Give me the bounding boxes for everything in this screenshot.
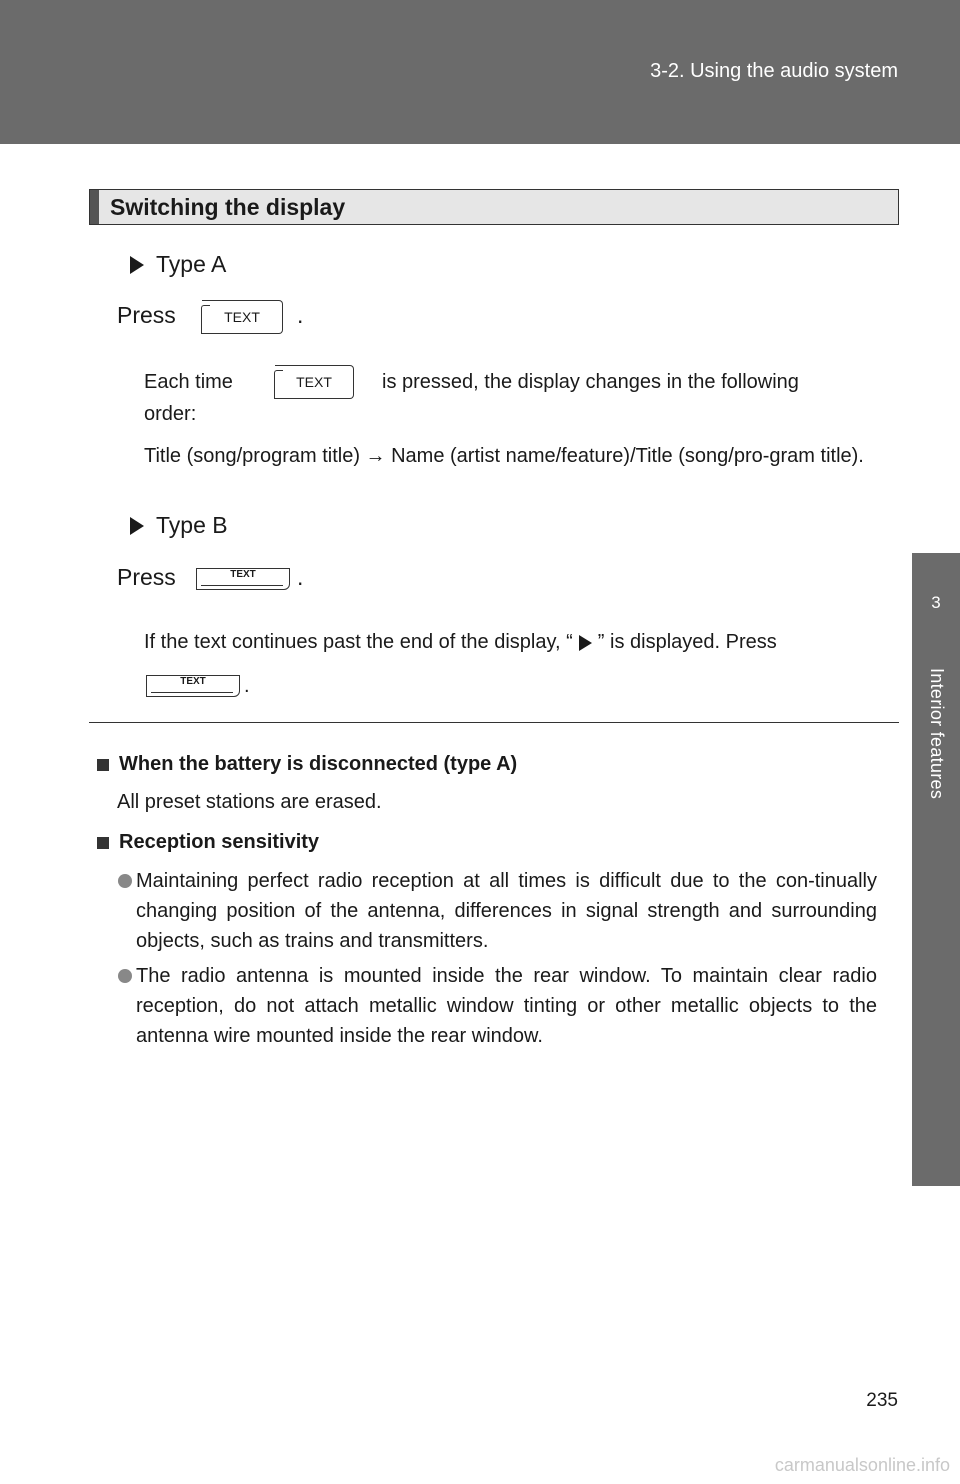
continues-period: . xyxy=(244,675,250,697)
page-number: 235 xyxy=(866,1390,898,1411)
section-heading-accent xyxy=(90,190,99,224)
each-time-text-cont: is pressed, the display changes in the f… xyxy=(382,371,799,393)
side-tab-label: Interior features xyxy=(927,668,947,800)
text-button-type-b-inline: TEXT xyxy=(146,675,240,697)
text-button-type-a-inline: TEXT xyxy=(274,365,354,399)
type-b-press-text: Press xyxy=(117,564,176,590)
round-bullet-icon xyxy=(118,874,132,888)
text-button-type-a: TEXT xyxy=(201,300,283,334)
continues-text-end: ” is displayed. Press xyxy=(597,631,777,653)
arrow-right-icon xyxy=(130,516,144,535)
text-button-type-b: TEXT xyxy=(196,568,290,590)
each-time-text: Each time xyxy=(144,371,233,393)
square-bullet-icon xyxy=(97,758,109,771)
order-label: order: xyxy=(144,403,197,425)
order-text: Title (song/program title) → Name (artis… xyxy=(144,445,864,467)
type-b-period: . xyxy=(297,564,304,590)
type-a-heading: Type A xyxy=(130,251,226,278)
type-b-label: Type B xyxy=(156,512,228,538)
type-a-press-text: Press xyxy=(117,302,176,328)
reception-note-title: Reception sensitivity xyxy=(119,831,320,853)
type-a-period: . xyxy=(297,302,304,328)
battery-note-text: All preset stations are erased. xyxy=(117,791,382,813)
side-tab: Interior features xyxy=(912,656,960,1186)
reception-bullet-1: Maintaining perfect radio reception at a… xyxy=(136,870,877,952)
type-a-label: Type A xyxy=(156,251,227,277)
battery-note-title: When the battery is disconnected (type A… xyxy=(119,753,518,775)
scroll-arrow-icon xyxy=(578,634,592,651)
continues-text-start: If the text continues past the end of th… xyxy=(144,631,573,653)
round-bullet-icon xyxy=(118,969,132,983)
divider xyxy=(89,722,899,723)
watermark: carmanualsonline.info xyxy=(774,1455,950,1475)
header-bar: 3-2. Using the audio system xyxy=(0,0,960,144)
chapter-title: 3-2. Using the audio system xyxy=(650,60,898,82)
side-tab-number: 3 xyxy=(912,553,960,656)
type-b-heading: Type B xyxy=(130,512,228,539)
section-heading: Switching the display xyxy=(89,189,899,225)
continues-text: If the text continues past the end of th… xyxy=(144,626,894,658)
arrow-right-icon xyxy=(130,255,144,274)
square-bullet-icon xyxy=(97,836,109,849)
reception-note-heading: Reception sensitivity xyxy=(97,831,319,854)
reception-bullet-2: The radio antenna is mounted inside the … xyxy=(136,965,877,1047)
battery-note-heading: When the battery is disconnected (type A… xyxy=(97,753,517,776)
section-title: Switching the display xyxy=(110,194,346,220)
